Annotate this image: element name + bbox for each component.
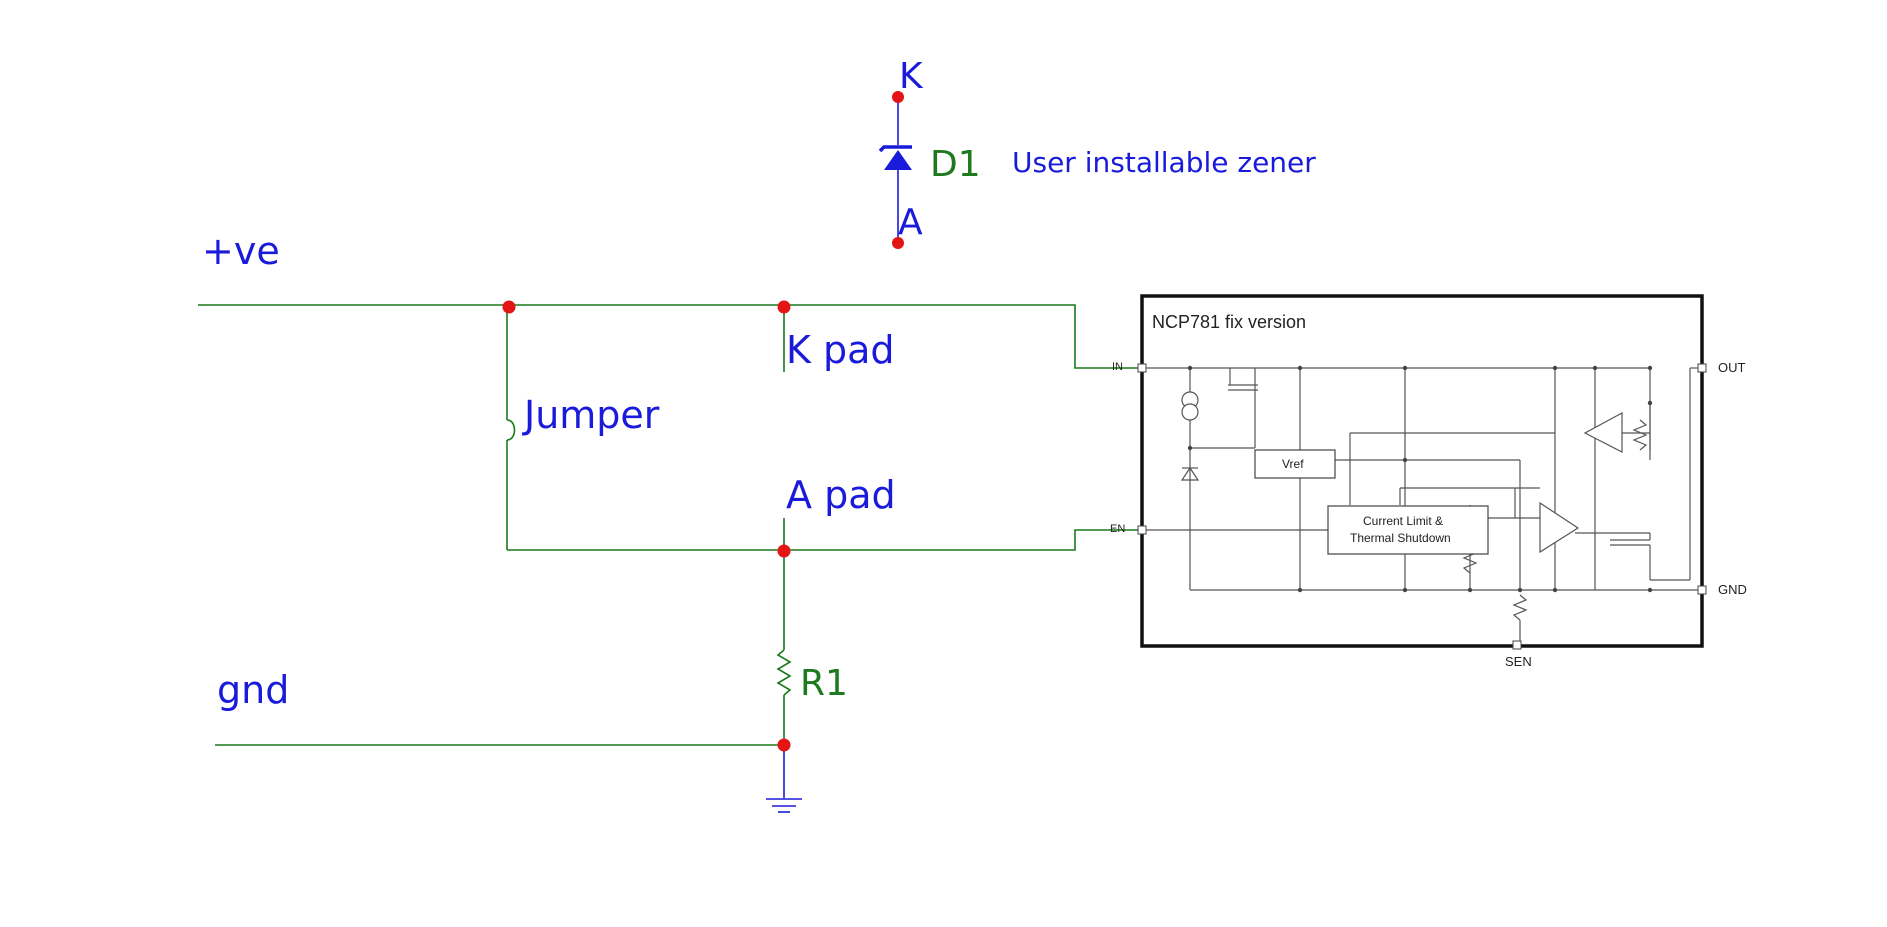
a-pad-label: A pad bbox=[786, 473, 896, 517]
pin-in-square bbox=[1137, 363, 1147, 373]
junction-dot bbox=[777, 300, 791, 314]
pin-out-square bbox=[1697, 363, 1707, 373]
junction-dot bbox=[892, 91, 904, 103]
junction-dot bbox=[502, 300, 516, 314]
vref-label: Vref bbox=[1282, 457, 1304, 471]
k-pad-label: K pad bbox=[786, 328, 895, 372]
junctions bbox=[502, 91, 904, 752]
diode-bar-icon bbox=[878, 145, 912, 153]
pin-sen-square bbox=[1512, 640, 1522, 650]
ground-net-label: gnd bbox=[217, 668, 289, 712]
junction-dot bbox=[777, 544, 791, 558]
jumper-symbol bbox=[506, 419, 516, 441]
pin-out-label: OUT bbox=[1718, 360, 1746, 375]
current-limit-label-2: Thermal Shutdown bbox=[1350, 531, 1451, 545]
pin-in-label: IN bbox=[1112, 361, 1123, 373]
positive-rail-wire bbox=[198, 304, 1138, 369]
r1-ref-label: R1 bbox=[800, 663, 848, 704]
vref-block bbox=[1254, 449, 1336, 479]
d1-ref-label: D1 bbox=[930, 144, 981, 185]
en-rail-wire bbox=[507, 529, 1138, 551]
positive-net-label: +ve bbox=[202, 229, 280, 273]
pin-gnd-label: GND bbox=[1718, 582, 1747, 597]
regulator-title: NCP781 fix version bbox=[1152, 312, 1306, 332]
zener-diode-d1[interactable] bbox=[878, 97, 912, 243]
regulator-internal-circuit bbox=[1146, 365, 1698, 641]
current-limit-block bbox=[1327, 505, 1489, 555]
pin-en-square bbox=[1137, 525, 1147, 535]
current-limit-label-1: Current Limit & bbox=[1363, 514, 1443, 528]
diode-triangle-icon bbox=[884, 150, 912, 170]
r1-symbol bbox=[776, 649, 792, 696]
ncp781-regulator[interactable]: NCP781 fix version IN EN OUT GND SEN bbox=[1110, 294, 1747, 669]
cathode-label: K bbox=[899, 56, 924, 97]
jumper-label: Jumper bbox=[522, 393, 660, 437]
junction-dot bbox=[777, 738, 791, 752]
regulator-outline bbox=[1140, 294, 1704, 648]
anode-label: A bbox=[898, 202, 923, 243]
pin-sen-label: SEN bbox=[1505, 654, 1532, 669]
junction-dot bbox=[892, 237, 904, 249]
pin-gnd-square bbox=[1697, 585, 1707, 595]
zener-note: User installable zener bbox=[1012, 146, 1316, 179]
labels: +ve gnd K pad A pad Jumper K A D1 User i… bbox=[202, 56, 1316, 712]
wires bbox=[198, 304, 1138, 813]
pin-en-label: EN bbox=[1110, 523, 1125, 535]
